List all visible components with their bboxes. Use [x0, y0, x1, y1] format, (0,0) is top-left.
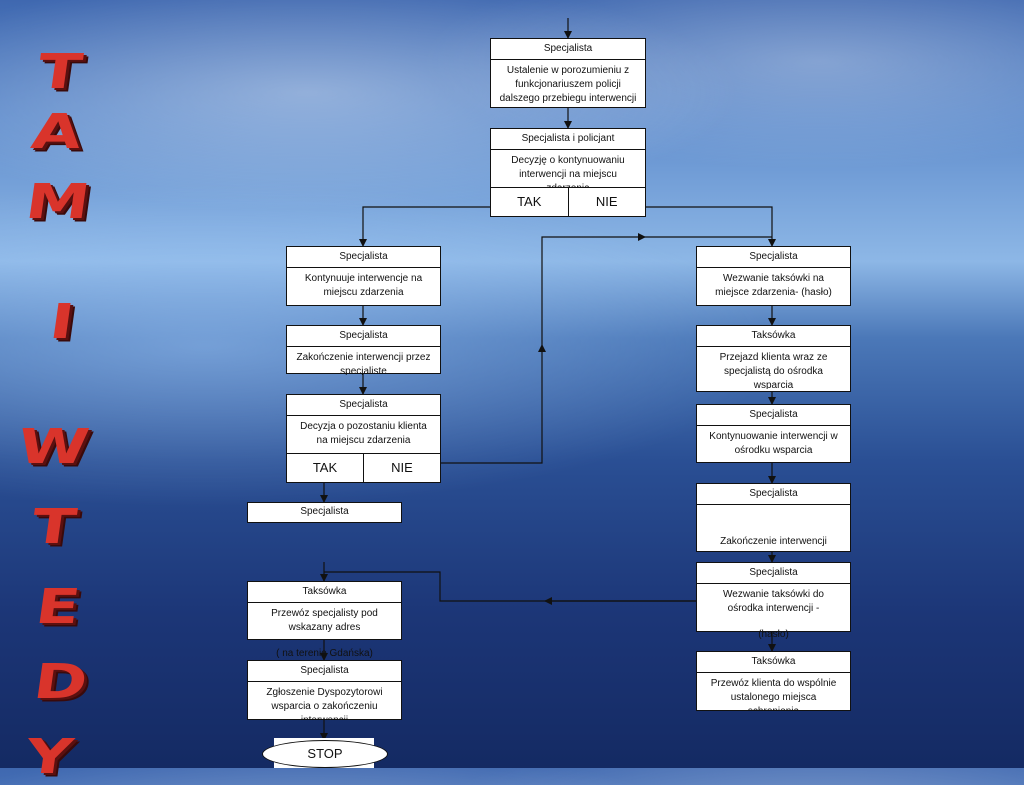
node-note: (hasło) [758, 629, 789, 640]
node-agree-intervention: Specjalista Ustalenie w porozumieniu z f… [490, 38, 646, 108]
node-text: Zgłoszenie Dyspozytorowi wsparcia o zako… [266, 687, 383, 720]
node-role: Specjalista [287, 247, 440, 268]
option-yes: TAK [517, 194, 542, 209]
node-role: Taksówka [697, 652, 850, 673]
node-text: Zakończenie interwencji przez specjalist… [296, 352, 431, 375]
node-role: Specjalista i policjant [491, 129, 645, 150]
node-text: Wezwanie taksówki do ośrodka interwencji… [723, 589, 824, 614]
node-text: Przejazd klienta wraz ze specjalistą do … [719, 352, 828, 389]
node-decision-client-stays: Specjalista Decyzja o pozostaniu klienta… [286, 394, 441, 483]
option-no: NIE [567, 188, 646, 216]
node-end-by-specialist: Specjalista Zakończenie interwencji prze… [286, 325, 441, 375]
node-role: Specjalista [491, 39, 645, 60]
node-role: Specjalista [697, 405, 850, 426]
node-role: Specjalista [697, 484, 850, 505]
decision-options: TAK NIE [287, 453, 440, 482]
node-decision-continue: Specjalista i policjant Decyzję o kontyn… [490, 128, 646, 217]
node-text: Kontynuuje interwencje na miejscu zdarze… [304, 273, 423, 298]
node-taxi-to-center: Taksówka Przejazd klienta wraz ze specja… [696, 325, 851, 392]
node-text: Ustalenie w porozumieniu z funkcjonarius… [499, 65, 637, 104]
node-continue-on-site: Specjalista Kontynuuje interwencje na mi… [286, 246, 441, 306]
node-specialist: Specjalista [247, 502, 402, 523]
node-text: Kontynuowanie interwencji w ośrodku wspa… [709, 431, 838, 456]
node-text: Przewóz specjalisty pod wskazany adres [271, 608, 378, 633]
node-text: Zakończenie interwencji [720, 536, 827, 547]
node-role: Specjalista [287, 395, 440, 416]
node-report-dispatcher: Specjalista Zgłoszenie Dyspozytorowi wsp… [247, 660, 402, 720]
node-role: Taksówka [248, 582, 401, 603]
stop-terminal: STOP [262, 740, 388, 768]
node-role: Specjalista [697, 563, 850, 584]
node-continue-at-center: Specjalista Kontynuowanie interwencji w … [696, 404, 851, 463]
node-taxi-to-shelter: Taksówka Przewóz klienta do wspólnie ust… [696, 651, 851, 711]
node-end-intervention: Specjalista Zakończenie interwencji [696, 483, 851, 552]
node-note: ( na terenie Gdańska) [276, 648, 373, 659]
node-role: Specjalista [248, 661, 401, 682]
decision-options: TAK NIE [491, 187, 645, 216]
node-role: Specjalista [287, 326, 440, 347]
node-role: Specjalista [300, 506, 349, 517]
node-text: Wezwanie taksówki na miejsce zdarzenia- … [715, 273, 832, 298]
node-text: Przewóz klienta do wspólnie ustalonego m… [710, 678, 837, 711]
option-yes: TAK [312, 460, 338, 475]
node-call-taxi-site: Specjalista Wezwanie taksówki na miejsce… [696, 246, 851, 306]
node-role: Taksówka [697, 326, 850, 347]
node-role: Specjalista [697, 247, 850, 268]
node-text: Decyzję o kontynuowaniu interwencji na m… [511, 155, 625, 188]
node-call-taxi-center: Specjalista Wezwanie taksówki do ośrodka… [696, 562, 851, 632]
node-text: Decyzja o pozostaniu klienta na miejscu … [300, 421, 427, 446]
node-taxi-specialist: Taksówka Przewóz specjalisty pod wskazan… [247, 581, 402, 640]
connector-lines [320, 18, 776, 741]
option-no: NIE [363, 454, 440, 482]
